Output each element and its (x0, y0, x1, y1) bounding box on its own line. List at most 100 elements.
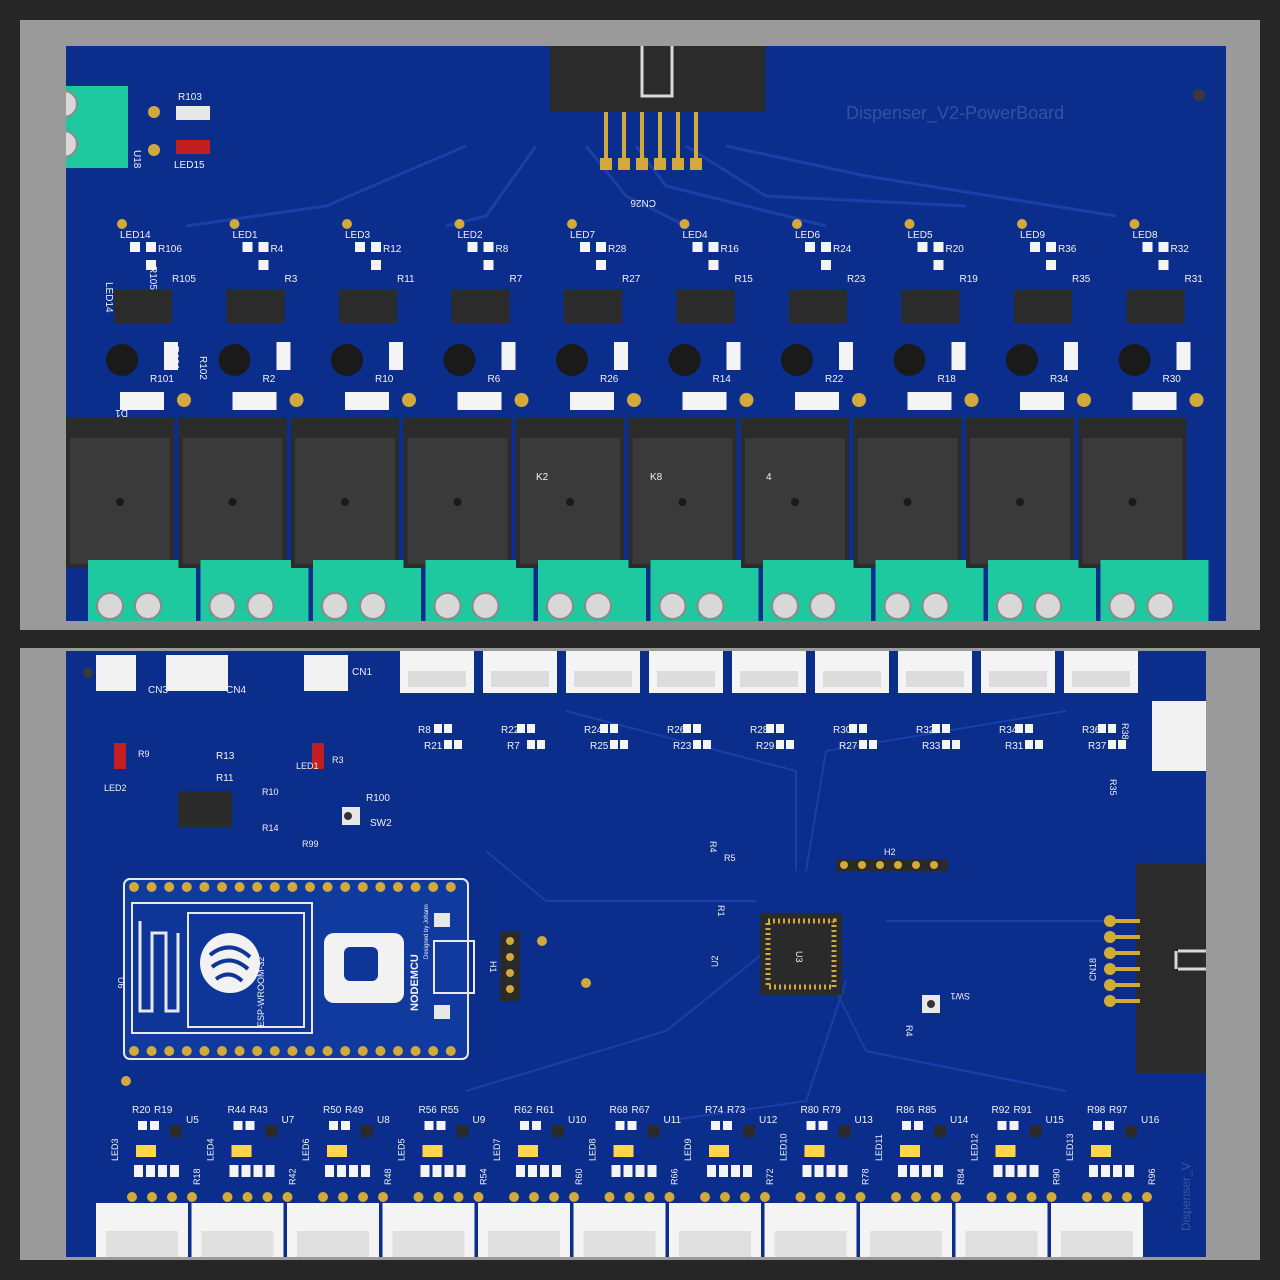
pad (815, 1192, 826, 1202)
relay-r-low-label: R2 (263, 374, 276, 385)
channel-r-label: R62 (514, 1105, 533, 1116)
resistor-smd (611, 1165, 621, 1177)
resistor-label: R22 (501, 725, 520, 736)
resistor-smd (620, 740, 628, 749)
resistor-smd (527, 724, 535, 733)
resistor-smd (1035, 740, 1043, 749)
resistor-smd (1101, 1165, 1110, 1177)
relay-r102-label: R102 (197, 356, 208, 380)
terminal-screw (1146, 592, 1175, 620)
terminal-screw (66, 90, 78, 118)
jst-connector-body (965, 1231, 1038, 1257)
channel-led-label: LED9 (683, 1138, 693, 1161)
pad (795, 1192, 806, 1202)
resistor-smd (1025, 740, 1033, 749)
resistor-label: R29 (756, 741, 775, 752)
esp-pin (393, 1046, 403, 1056)
optocoupler (1014, 290, 1072, 324)
transistor (443, 344, 476, 376)
esp-pin (410, 882, 421, 892)
jst-connector-body (1072, 671, 1130, 687)
relay-r-top-label: R24 (833, 244, 852, 255)
power-terminal-label: U18 (131, 150, 142, 169)
relay-k-label: K8 (650, 472, 663, 483)
pad (338, 1192, 348, 1202)
esp-pin (146, 1046, 157, 1056)
power-led-label: LED15 (174, 160, 205, 171)
relay-r-low-label: R22 (825, 374, 844, 385)
pad (454, 219, 465, 229)
ribbon-pin (1110, 967, 1140, 971)
pad (664, 1192, 675, 1202)
diode (1020, 392, 1064, 410)
connector-cn1 (304, 655, 348, 691)
resistor-smd (1025, 724, 1033, 733)
controller-board-drawing: R8R21R22R7R24R25R26R23R28R29R30R27R32R33… (83, 651, 1206, 1257)
jst-connector-body (989, 671, 1047, 687)
header-pin (640, 112, 644, 162)
resistor-smd (596, 242, 606, 252)
resistor-smd (1089, 1165, 1098, 1177)
pad (1006, 1192, 1017, 1202)
resistor-smd (1098, 724, 1106, 733)
relay-r-low-label: R26 (600, 374, 619, 385)
resistor-label: R26 (667, 725, 686, 736)
led-smd (467, 242, 478, 252)
pad (358, 1192, 368, 1202)
pad (911, 1192, 921, 1202)
channel-r-label: R79 (823, 1105, 842, 1116)
resistor-smd (436, 1121, 446, 1130)
channel-r-label: R43 (250, 1105, 269, 1116)
resistor-smd (389, 342, 403, 370)
pad (1189, 393, 1204, 407)
resistor-smd (233, 1121, 243, 1130)
esp-pin (393, 882, 403, 892)
power-resistor-label: R103 (178, 92, 202, 103)
relay-r-mid-label: R35 (1072, 274, 1091, 285)
resistor-label: R36 (1082, 725, 1101, 736)
pad (117, 219, 127, 229)
transistor (1006, 344, 1038, 376)
resistor-smd (910, 1165, 919, 1177)
resistor-label: R33 (922, 741, 941, 752)
resistor-smd (552, 1165, 561, 1177)
led-smd (805, 242, 815, 252)
pad (627, 393, 641, 407)
transistor (781, 344, 813, 376)
relay-r-top-label: R16 (721, 244, 740, 255)
esp-pin (410, 1046, 421, 1056)
esp-pin (357, 1046, 368, 1056)
pad (433, 1192, 444, 1202)
channel-u-label: U11 (664, 1115, 682, 1126)
esp-pin (181, 882, 192, 892)
channel-led (900, 1145, 920, 1157)
resistor-smd (731, 1165, 740, 1177)
mount-hole (83, 668, 93, 678)
channel-led-label: LED4 (206, 1138, 216, 1161)
terminal-screw (208, 592, 237, 620)
diode (907, 392, 952, 410)
mcu-u3 (760, 913, 842, 995)
resistor-label: R8 (418, 725, 431, 736)
pad (167, 1192, 177, 1202)
pad (739, 393, 754, 407)
resistor-smd (483, 242, 494, 252)
resistor-smd (276, 342, 291, 370)
ribbon-pad (1104, 931, 1116, 943)
resistor-smd (341, 1121, 350, 1130)
resistor-smd (371, 242, 381, 252)
resistor-smd (1046, 242, 1056, 252)
relay-led-label: LED14 (120, 230, 151, 241)
channel-u-label: U7 (282, 1115, 295, 1126)
header-h1 (500, 931, 520, 1001)
header-pin (676, 112, 680, 162)
resistor-r103 (176, 106, 210, 120)
channel-led (804, 1145, 825, 1157)
esp-pin (129, 1046, 139, 1056)
esp-pin (217, 1046, 227, 1056)
pad (581, 978, 591, 988)
optocoupler (789, 290, 847, 324)
resistor-smd (707, 1165, 716, 1177)
label-led1: LED1 (296, 761, 319, 771)
relay-k-label: 4 (766, 472, 772, 483)
